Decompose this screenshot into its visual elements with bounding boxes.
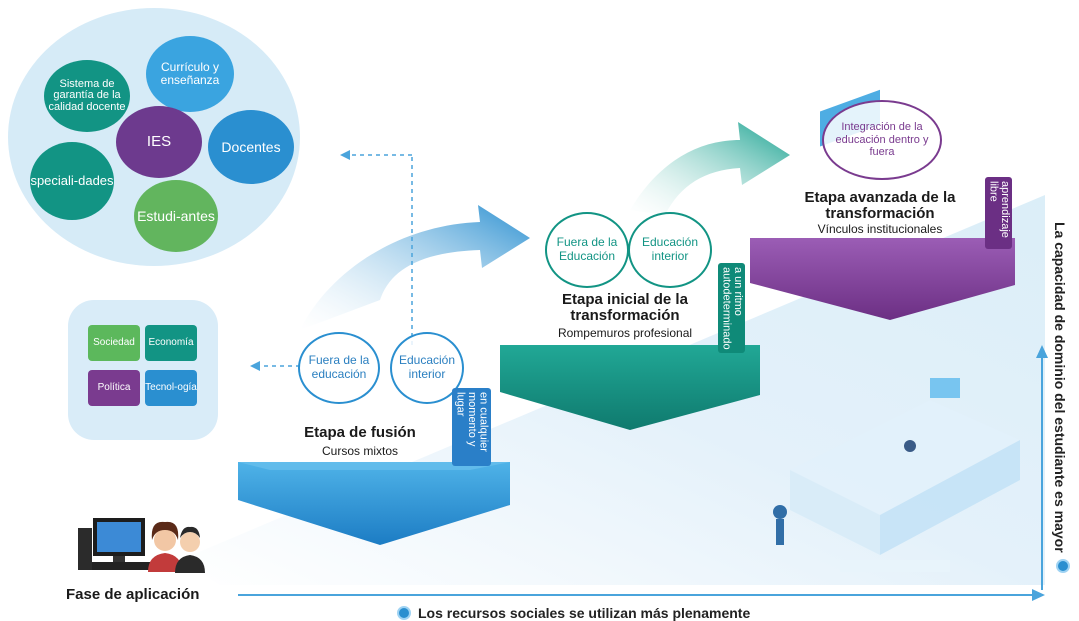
- curriculo-node: Currículo y enseñanza: [146, 36, 234, 112]
- docentes-node: Docentes: [208, 110, 294, 184]
- stage2-ring-inside: Educación interior: [628, 212, 712, 288]
- stage3-tag: aprendizaje libre: [985, 177, 1013, 249]
- phase-label: Fase de aplicación: [66, 586, 200, 603]
- stage2-subtitle: Rompemuros profesional: [557, 326, 693, 340]
- stage2-tag: a un ritmo autodeterminado: [718, 263, 746, 353]
- economia-tile: Economía: [145, 325, 197, 361]
- sistema-node: Sistema de garantía de la calidad docent…: [44, 60, 130, 132]
- stage3-title: Etapa avanzada de la transformación: [804, 189, 956, 222]
- stage3-subtitle: Vínculos institucionales: [817, 222, 943, 236]
- arrow-stage1-to-2: [300, 205, 530, 330]
- arrow-stage2-to-3: [630, 122, 790, 215]
- ies-node: IES: [116, 106, 202, 178]
- stage1-ring-inside: Educación interior: [390, 332, 464, 404]
- tecnologia-tile: Tecnol-ogía: [145, 370, 197, 406]
- stage1-title: Etapa de fusión: [304, 424, 416, 441]
- especialidades-node: speciali-dades: [30, 142, 114, 220]
- stage2-title: Etapa inicial de la transformación: [562, 291, 688, 324]
- estudiantes-node: Estudi-antes: [134, 180, 218, 252]
- stage3-block: [750, 238, 1015, 320]
- stage2-block: [500, 345, 760, 430]
- y-axis-label: La capacidad de dominio del estudiante e…: [1052, 222, 1068, 553]
- stage1-block: [238, 462, 510, 545]
- stage2-ring-outside: Fuera de la Educación: [545, 212, 629, 288]
- people-icon: [148, 521, 205, 573]
- sociedad-tile: Sociedad: [88, 325, 140, 361]
- politica-tile: Política: [88, 370, 140, 406]
- stage3-ring: Integración de la educación dentro y fue…: [822, 100, 942, 180]
- x-axis-label: Los recursos sociales se utilizan más pl…: [418, 605, 751, 621]
- stage1-subtitle: Cursos mixtos: [321, 444, 398, 458]
- stage1-ring-outside: Fuera de la educación: [298, 332, 380, 404]
- stage1-tag: en cualquier momento y lugar: [452, 388, 491, 466]
- computer-icon: [78, 518, 152, 570]
